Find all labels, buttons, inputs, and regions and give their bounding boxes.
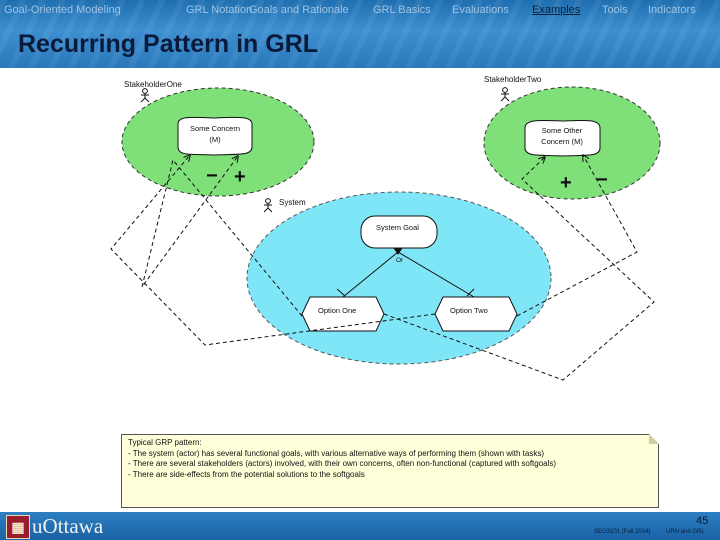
slide-title: Recurring Pattern in GRL (18, 30, 319, 58)
nav-item-goal-oriented-modeling[interactable]: Goal-Oriented Modeling (4, 4, 121, 16)
top-nav: Goal-Oriented Modeling GRL Notation Goal… (0, 2, 720, 20)
goal-system-goal (360, 215, 438, 249)
decomposition-label: Or (396, 257, 404, 264)
nav-item-tools[interactable]: Tools (602, 4, 628, 16)
softgoal-label: Concern (M) (541, 137, 583, 146)
nav-item-examples[interactable]: Examples (532, 4, 581, 16)
university-logo-text: uOttawa (32, 514, 104, 538)
nav-item-grl-basics[interactable]: GRL Basics (373, 4, 431, 16)
page-number: 45 (696, 515, 709, 527)
task-label: Option Two (450, 306, 488, 315)
footer-bar (0, 512, 720, 540)
softgoal-some-concern (177, 116, 253, 156)
task-option-one (301, 296, 385, 332)
contribution-label-plus: + (234, 166, 246, 188)
note-line: - There are several stakeholders (actors… (128, 459, 557, 468)
task-label: Option One (318, 306, 356, 315)
course-code: SEG3101 (Fall 2014) (594, 529, 651, 535)
actor-icon (263, 198, 273, 213)
contribution-label-minus: − (206, 165, 218, 187)
actor-icon (140, 88, 150, 103)
footer-topic: URN and GRL (666, 529, 705, 535)
university-logo-icon: ▦ (6, 515, 30, 539)
contribution-link (110, 155, 655, 381)
note-line: - There are side-effects from the potent… (128, 469, 365, 479)
actor-label-system: System (279, 198, 306, 207)
header-bar (0, 0, 720, 68)
note-line: Typical GRP pattern: (128, 438, 202, 447)
nav-item-goals-and-rationale[interactable]: Goals and Rationale (249, 4, 349, 16)
actor-label-stakeholder-one: StakeholderOne (124, 80, 182, 89)
note-fold-icon (649, 434, 659, 444)
nav-item-indicators[interactable]: Indicators (648, 4, 696, 16)
goal-label: System Goal (376, 223, 419, 232)
softgoal-label: Some Concern (190, 124, 240, 133)
contribution-label-minus: − (596, 169, 608, 191)
contribution-label-plus: + (560, 172, 572, 194)
note-line: - The system (actor) has several functio… (128, 448, 545, 458)
actor-label-stakeholder-two: StakeholderTwo (484, 75, 542, 84)
nav-item-evaluations[interactable]: Evaluations (452, 4, 509, 16)
softgoal-some-other-concern (524, 119, 601, 157)
decomposition-link (336, 247, 475, 298)
actor-icon (500, 87, 510, 102)
note-box: Typical GRP pattern: - The system (actor… (121, 434, 659, 508)
softgoal-label: Some Other (542, 126, 583, 135)
softgoal-importance: (M) (209, 135, 221, 144)
nav-item-grl-notation[interactable]: GRL Notation (186, 4, 253, 16)
